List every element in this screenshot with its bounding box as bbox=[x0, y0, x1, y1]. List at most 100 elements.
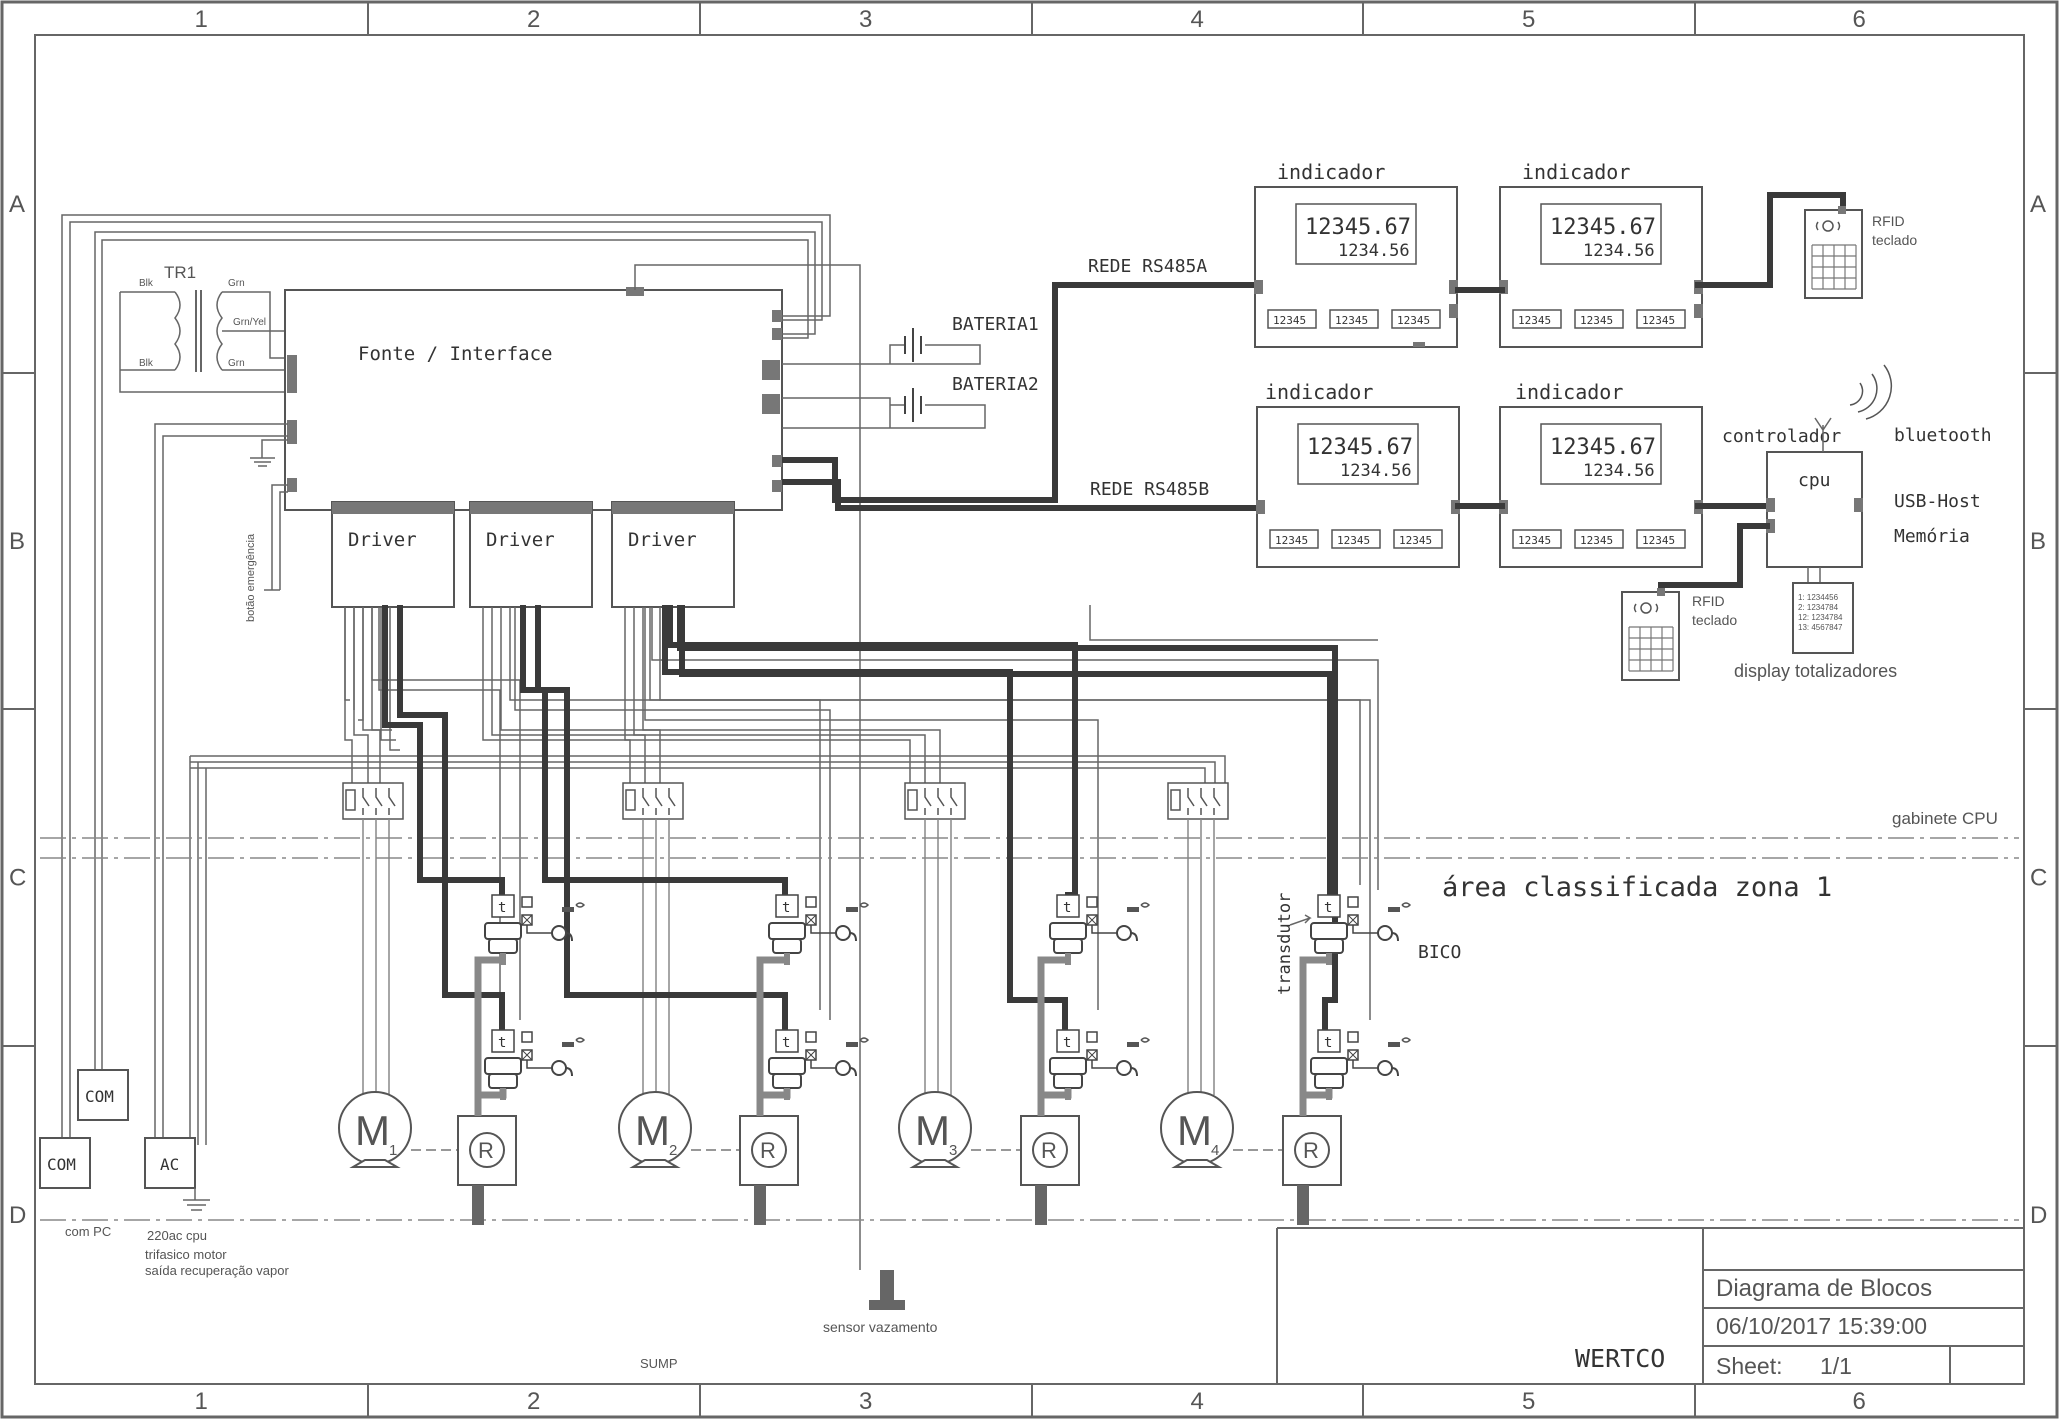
company-name: WERTCO bbox=[1575, 1344, 1665, 1373]
row-ref-left: C bbox=[9, 865, 26, 892]
indicator-button[interactable]: 12345 bbox=[1636, 309, 1686, 329]
pump-letter: R bbox=[760, 1138, 776, 1163]
indicator-button[interactable]: 12345 bbox=[1391, 309, 1441, 329]
transdutor-label: transdutor bbox=[1275, 893, 1295, 995]
display-main-value: 12345.67 bbox=[1307, 435, 1413, 460]
battery-1: BATERIA1 bbox=[782, 314, 1039, 365]
motor-number: 2 bbox=[669, 1142, 677, 1159]
motor-number: 1 bbox=[389, 1142, 397, 1159]
driver-label: Driver bbox=[628, 529, 697, 551]
totalizer-line: 12: 1234784 bbox=[1798, 613, 1843, 622]
indicator-button-label: 12345 bbox=[1642, 534, 1675, 547]
transducer-t: t bbox=[1063, 1035, 1071, 1051]
valve-transducer: t bbox=[484, 894, 586, 965]
indicador-label: indicador bbox=[1522, 160, 1630, 184]
indicator-button[interactable]: 12345 bbox=[1636, 529, 1686, 549]
indicator-button-label: 12345 bbox=[1518, 314, 1551, 327]
sheet-value: 1/1 bbox=[1820, 1353, 1852, 1379]
ac-box: AC bbox=[144, 1137, 210, 1211]
column-ref-top: 2 bbox=[527, 6, 540, 33]
relay-group bbox=[342, 782, 1229, 1095]
title-block: WERTCO Diagrama de Blocos 06/10/2017 15:… bbox=[1276, 1227, 2024, 1384]
indicator-button[interactable]: 12345 bbox=[1512, 309, 1562, 329]
indicator-button-label: 12345 bbox=[1518, 534, 1551, 547]
botao-emergencia-label: botão emergência bbox=[245, 533, 257, 622]
row-ref-left: A bbox=[9, 191, 25, 218]
diagram-title: Diagrama de Blocos bbox=[1716, 1275, 1932, 1302]
pump-letter: R bbox=[1041, 1138, 1057, 1163]
indicator-button[interactable]: 12345 bbox=[1331, 529, 1381, 549]
pump-letter: R bbox=[478, 1138, 494, 1163]
bateria1-label: BATERIA1 bbox=[952, 314, 1039, 335]
column-ref-bottom: 5 bbox=[1522, 1388, 1535, 1415]
totalizer-line: 13: 4567847 bbox=[1798, 623, 1843, 632]
fonte-interface-label: Fonte / Interface bbox=[358, 343, 552, 365]
indicator-button[interactable]: 12345 bbox=[1269, 529, 1319, 549]
fonte-interface-block: Fonte / Interface bbox=[284, 287, 783, 511]
indicator-button-label: 12345 bbox=[1580, 534, 1613, 547]
grn-bottom-label: Grn bbox=[228, 358, 245, 369]
memoria-label: Memória bbox=[1894, 526, 1970, 547]
indicator-button[interactable]: 12345 bbox=[1574, 529, 1624, 549]
row-ref-left: B bbox=[9, 528, 25, 555]
com-text: COM bbox=[85, 1087, 114, 1106]
sump-label: SUMP bbox=[640, 1356, 678, 1371]
relay-4 bbox=[1167, 782, 1229, 1095]
column-ref-bottom: 3 bbox=[859, 1388, 872, 1415]
pump-4: R bbox=[1282, 1115, 1342, 1225]
indicator-group: indicador 12345.67 1234.56 12345 12345 12345 i… bbox=[1254, 160, 1703, 568]
transducer-t: t bbox=[1324, 900, 1332, 916]
column-ref-bottom: 4 bbox=[1191, 1388, 1204, 1415]
display-main-value: 12345.67 bbox=[1305, 215, 1411, 240]
indicator-button-label: 12345 bbox=[1275, 534, 1308, 547]
sensor-vazamento: sensor vazamento bbox=[823, 1270, 938, 1335]
indicator-button[interactable]: 12345 bbox=[1512, 529, 1562, 549]
indicador-label: indicador bbox=[1515, 380, 1623, 404]
row-ref-left: D bbox=[9, 1202, 26, 1229]
display-secondary-value: 1234.56 bbox=[1583, 461, 1655, 481]
valve-transducer: t bbox=[1049, 1029, 1151, 1100]
tr1-label: TR1 bbox=[164, 263, 196, 282]
rede-rs485b-wire bbox=[782, 479, 1260, 511]
indicator-button-label: 12345 bbox=[1580, 314, 1613, 327]
motor-number: 3 bbox=[949, 1142, 957, 1159]
rfid-top-label: RFID bbox=[1872, 213, 1905, 229]
valve-transducer: t bbox=[1310, 1029, 1412, 1100]
rede-rs485a-label: REDE RS485A bbox=[1088, 256, 1207, 277]
column-ref-bottom: 2 bbox=[527, 1388, 540, 1415]
indicator-button[interactable]: 12345 bbox=[1267, 309, 1317, 329]
cpu-label: cpu bbox=[1798, 470, 1831, 491]
rfid-keypad-bottom: RFID teclado bbox=[1621, 588, 1737, 681]
transducer-t: t bbox=[1324, 1035, 1332, 1051]
valve-transducer: t bbox=[768, 1029, 870, 1100]
relay-1 bbox=[342, 782, 404, 1095]
usb-host-label: USB-Host bbox=[1894, 491, 1981, 512]
indicador-label: indicador bbox=[1265, 380, 1373, 404]
ac-cpu-label: 220ac cpu bbox=[147, 1228, 207, 1243]
indicator-button[interactable]: 12345 bbox=[1329, 309, 1379, 329]
column-ref-top: 6 bbox=[1853, 6, 1866, 33]
motor-letter: M bbox=[1177, 1107, 1212, 1154]
driver-2: Driver bbox=[469, 501, 593, 608]
blk-bottom-label: Blk bbox=[139, 358, 154, 369]
com-pc-text: COM bbox=[47, 1155, 76, 1174]
valve-transducer: t bbox=[1310, 894, 1412, 965]
blk-top-label: Blk bbox=[139, 278, 154, 289]
indicator-button[interactable]: 12345 bbox=[1393, 529, 1443, 549]
indicator-button[interactable]: 12345 bbox=[1574, 309, 1624, 329]
controlador-label: controlador bbox=[1722, 426, 1841, 447]
pump-1: R bbox=[457, 1115, 517, 1225]
display-main-value: 12345.67 bbox=[1550, 215, 1656, 240]
teclado-bottom-label: teclado bbox=[1692, 612, 1737, 628]
row-ref-right: A bbox=[2030, 191, 2046, 218]
